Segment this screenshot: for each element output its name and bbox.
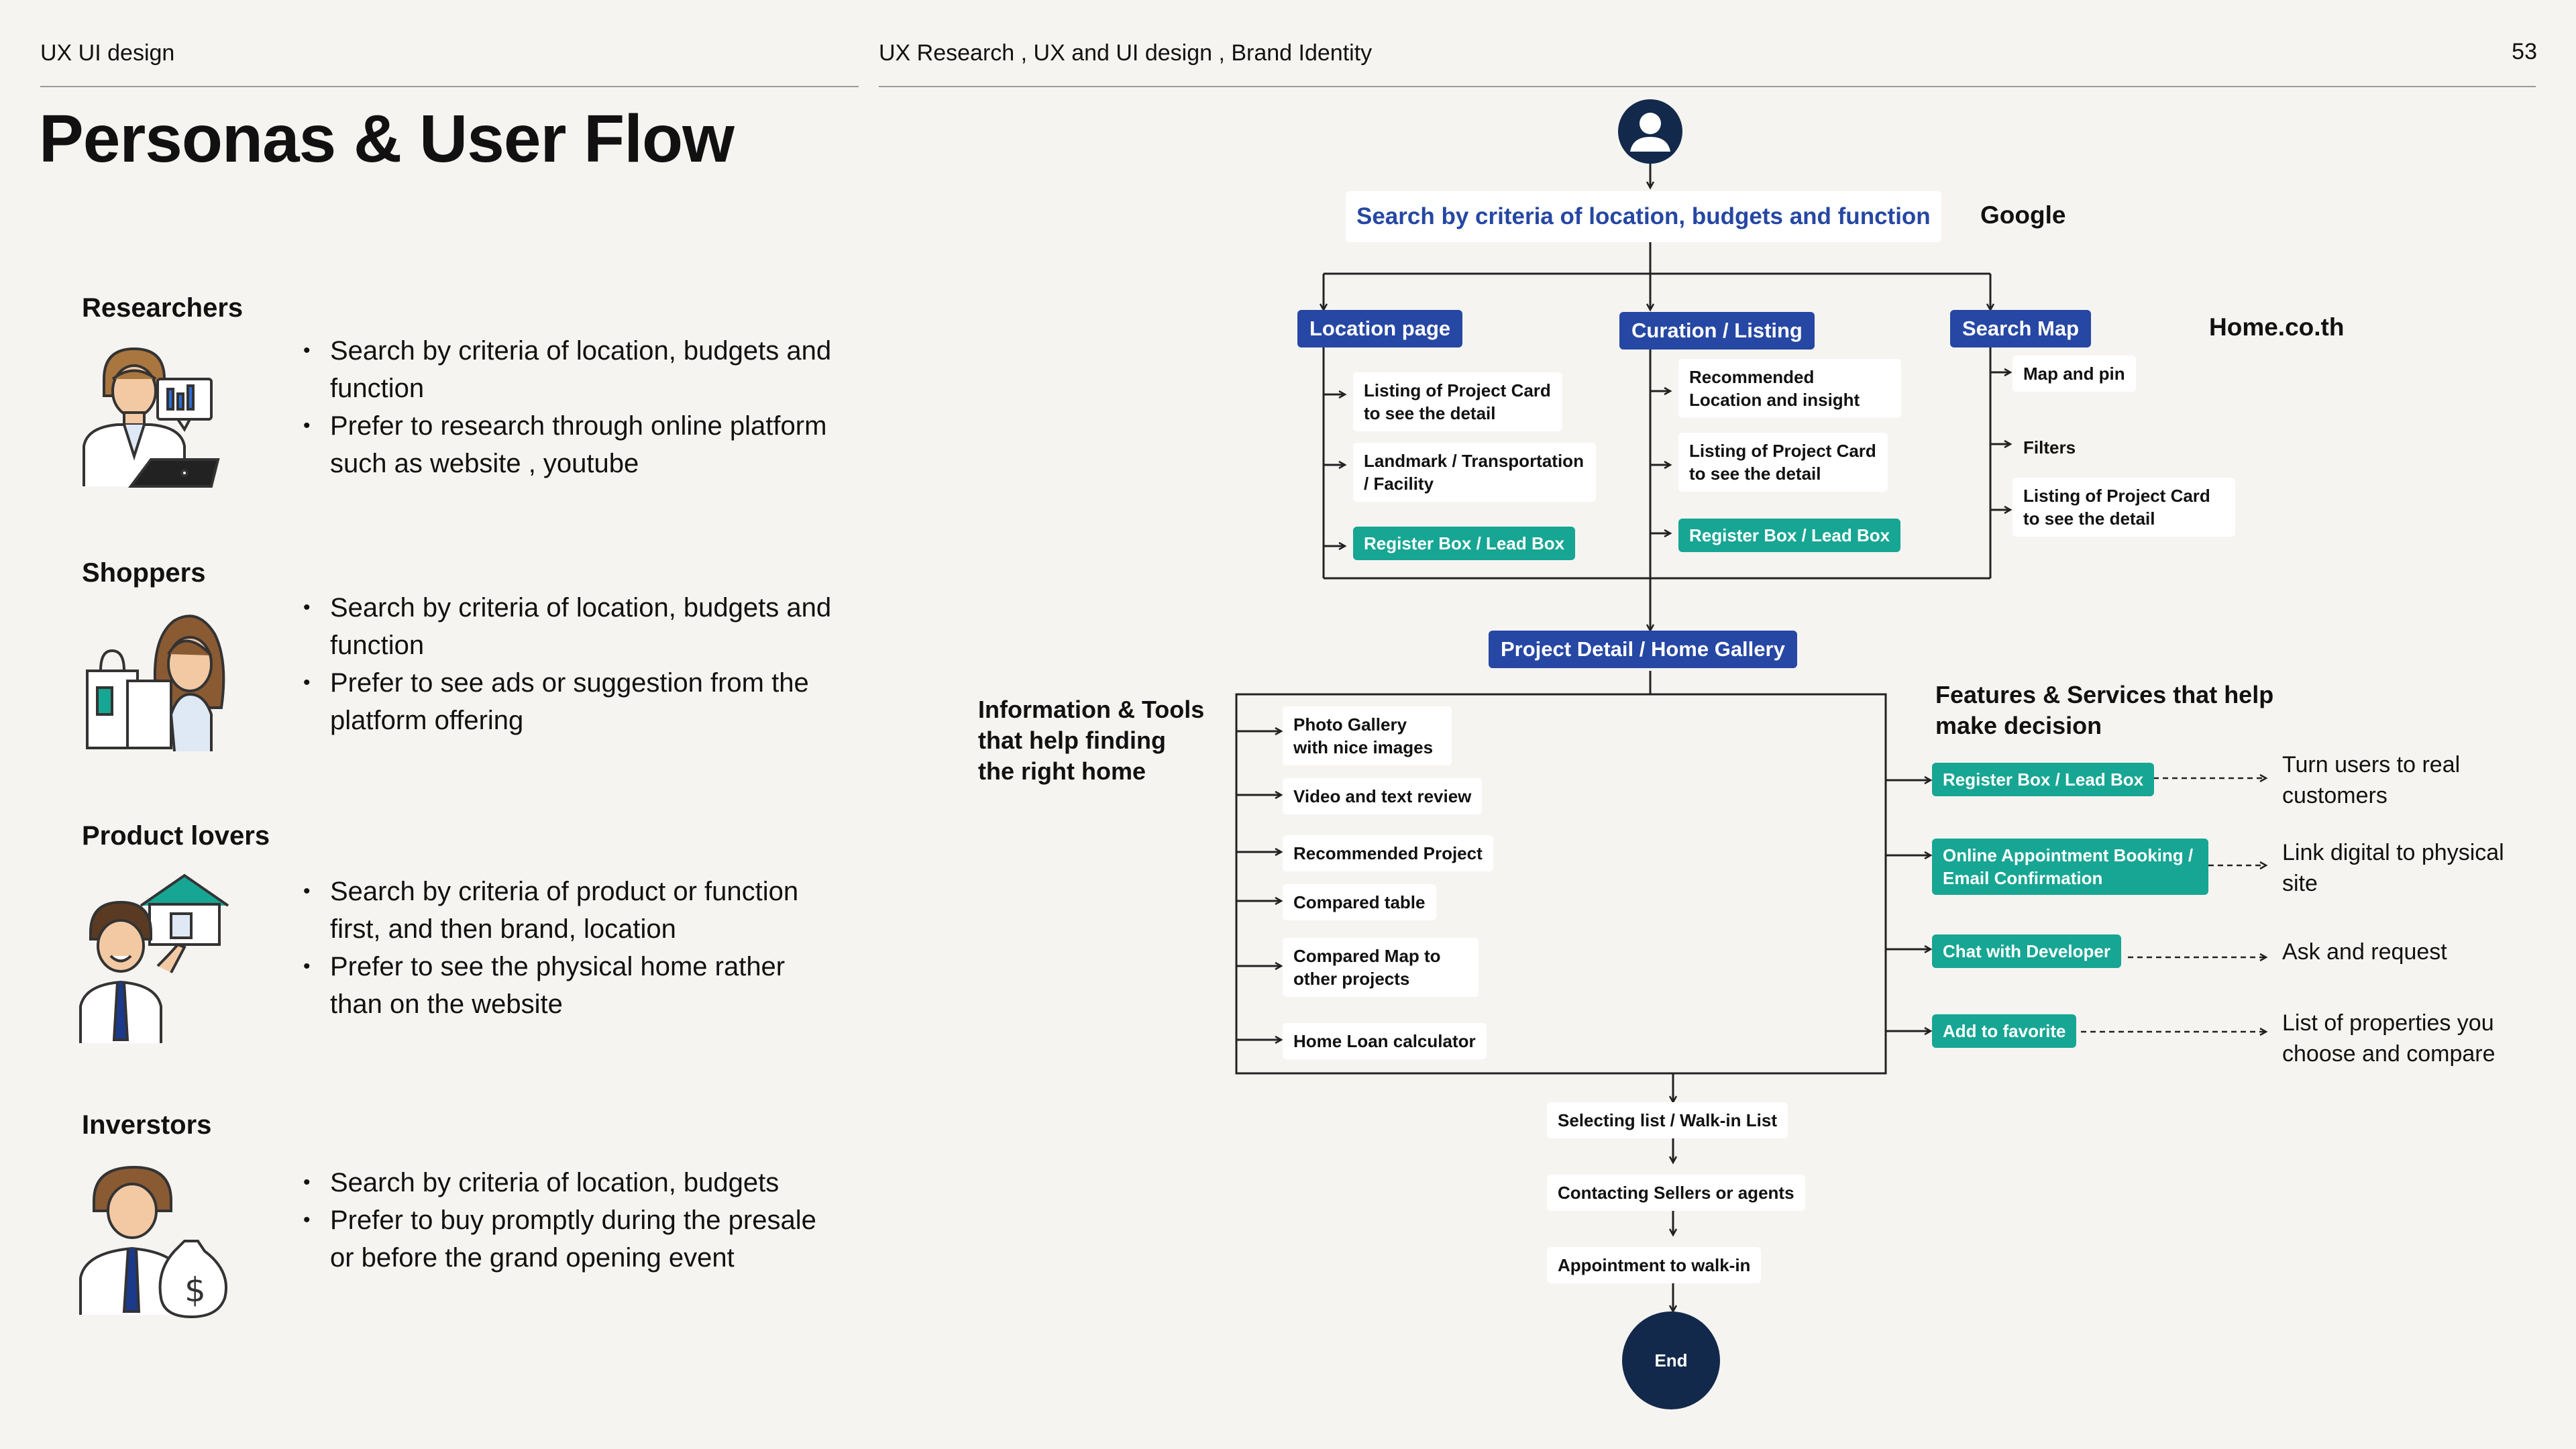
feature-note: Turn users to real customers	[2282, 752, 2461, 808]
search-map-box: Search Map	[1950, 310, 2092, 347]
shopper-bag-icon	[86, 614, 225, 752]
info-item: Compared table	[1283, 884, 1436, 920]
curation-listing-box: Curation / Listing	[1619, 312, 1815, 350]
feature-note: List of properties you choose and compar…	[2282, 1010, 2496, 1067]
researcher-laptop-icon	[83, 347, 220, 488]
persona-bullets: Search by criteria of location, budgets …	[303, 332, 840, 482]
end-node: End	[1622, 1311, 1720, 1409]
step-contacting-sellers: Contacting Sellers or agents	[1547, 1175, 1805, 1211]
feature-item: Register Box / Lead Box	[1932, 763, 2155, 796]
feature-item: Add to favorite	[1932, 1014, 2077, 1048]
persona-bullet: Search by criteria of location, budgets …	[303, 332, 840, 407]
header-divider-right	[879, 86, 2536, 87]
google-label: Google	[1980, 201, 2066, 229]
info-item: Photo Gallery with nice images	[1283, 706, 1452, 765]
persona-name: Product lovers	[82, 821, 270, 851]
info-item: Video and text review	[1283, 778, 1483, 814]
location-register-box: Register Box / Lead Box	[1353, 527, 1576, 560]
location-item: Landmark / Transportation / Facility	[1353, 443, 1596, 502]
info-item: Recommended Project	[1283, 835, 1493, 871]
location-item: Listing of Project Card to see the detai…	[1353, 372, 1562, 431]
search-criteria-box: Search by criteria of location, budgets …	[1346, 191, 1941, 242]
info-tools-label: Information & Tools that help finding th…	[978, 696, 1205, 785]
investor-money-bag-icon: $	[79, 1165, 227, 1318]
header-divider-left	[40, 86, 859, 87]
feature-note: Ask and request	[2282, 939, 2447, 965]
product-lover-house-icon	[79, 873, 229, 1043]
persona-name: Shoppers	[82, 558, 206, 588]
header-left: UX UI design	[40, 40, 175, 66]
feature-note: Link digital to physical site	[2282, 840, 2504, 896]
persona-bullets: Search by criteria of product or functio…	[303, 873, 840, 1023]
page-title: Personas & User Flow	[39, 101, 735, 176]
header-center: UX Research , UX and UI design , Brand I…	[879, 40, 1373, 66]
persona-bullet: Prefer to buy promptly during the presal…	[303, 1201, 840, 1277]
user-avatar-icon	[1618, 99, 1682, 164]
step-selecting-list: Selecting list / Walk-in List	[1547, 1102, 1788, 1138]
feature-item: Chat with Developer	[1932, 934, 2121, 968]
map-item: Filters	[2023, 437, 2076, 458]
svg-text:$: $	[184, 1271, 206, 1309]
persona-bullets: Search by criteria of location, budgets …	[303, 589, 840, 739]
curation-item: Listing of Project Card to see the detai…	[1678, 433, 1888, 492]
info-item: Compared Map to other projects	[1283, 938, 1479, 997]
persona-name: Inverstors	[82, 1110, 212, 1140]
persona-bullet: Prefer to research through online platfo…	[303, 407, 840, 482]
persona-bullet: Search by criteria of location, budgets	[303, 1164, 840, 1201]
info-item: Home Loan calculator	[1283, 1023, 1487, 1059]
curation-register-box: Register Box / Lead Box	[1678, 519, 1901, 552]
persona-name: Researchers	[82, 293, 244, 323]
location-page-box: Location page	[1297, 310, 1463, 347]
features-label: Features & Services that help make decis…	[1935, 681, 2274, 739]
persona-bullet: Prefer to see ads or suggestion from the…	[303, 664, 840, 739]
persona-bullet: Search by criteria of location, budgets …	[303, 589, 840, 664]
step-appointment-walkin: Appointment to walk-in	[1547, 1247, 1762, 1283]
homecoth-label: Home.co.th	[2209, 313, 2345, 341]
map-item: Map and pin	[2012, 356, 2136, 392]
persona-bullet: Prefer to see the physical home rather t…	[303, 948, 840, 1023]
page-number: 53	[2512, 39, 2537, 64]
curation-item: Recommended Location and insight	[1678, 359, 1901, 418]
feature-item: Online Appointment Booking / Email Confi…	[1932, 839, 2208, 895]
map-item: Listing of Project Card to see the detai…	[2012, 478, 2235, 537]
project-detail-box: Project Detail / Home Gallery	[1489, 631, 1797, 668]
persona-bullet: Search by criteria of product or functio…	[303, 873, 840, 948]
persona-bullets: Search by criteria of location, budgets …	[303, 1164, 840, 1277]
end-label: End	[1654, 1350, 1688, 1371]
